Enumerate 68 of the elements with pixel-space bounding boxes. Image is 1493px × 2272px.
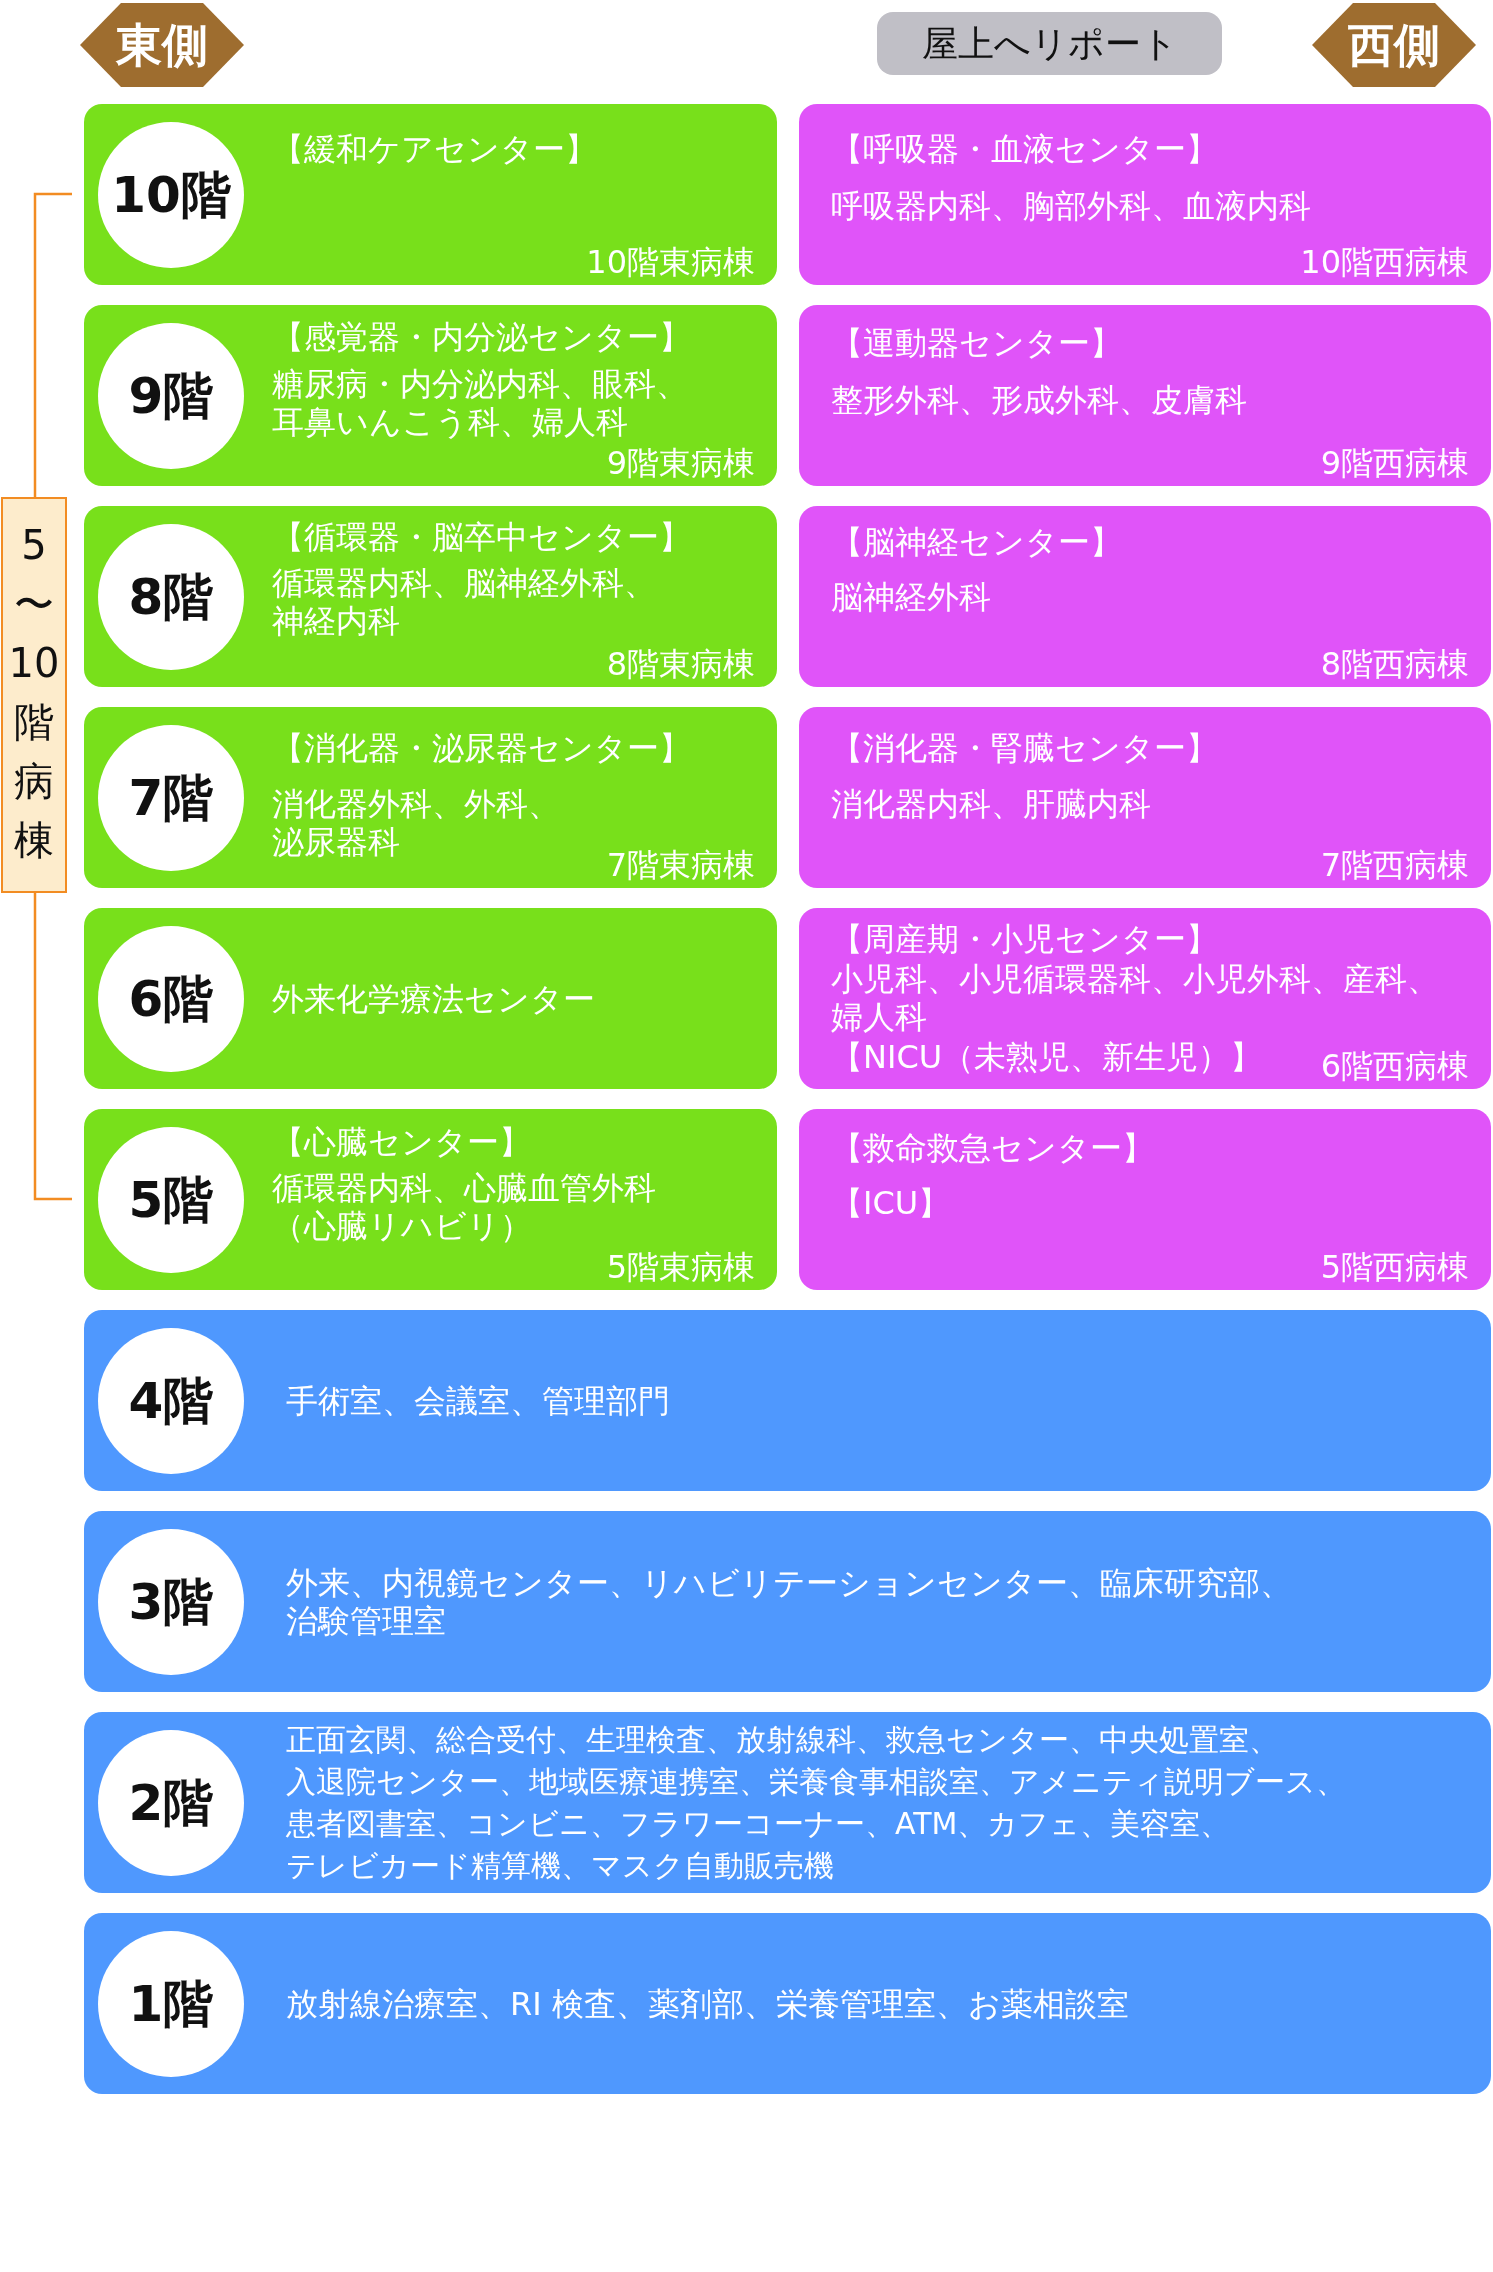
department-list: 消化器外科、外科、泌尿器科 (272, 785, 580, 861)
department-list: 消化器内科、肝臓内科 (831, 785, 1151, 823)
center-name: 【循環器・脳卒中センター】 (272, 518, 691, 556)
floor-panel (84, 1712, 1491, 1893)
floor-range-tag: 5〜10階病棟 (1, 497, 67, 893)
center-name: 【呼吸器・血液センター】 (831, 130, 1218, 168)
floor-badge: 6階 (98, 925, 244, 1072)
department-list: 脳神経外科 (831, 578, 991, 616)
unit-name: 【ICU】 (831, 1184, 951, 1222)
ward-panel (799, 305, 1491, 486)
direction-banner: 東側 (80, 3, 244, 87)
ward-panel (84, 305, 777, 486)
direction-banner: 西側 (1312, 3, 1476, 87)
department-list: 循環器内科、心臓血管外科（心臓リハビリ） (272, 1169, 676, 1245)
center-name: 【救命救急センター】 (831, 1129, 1154, 1167)
center-name: 【脳神経センター】 (831, 523, 1122, 561)
ward-name: 8階東病棟 (606, 647, 755, 681)
facility-list: 外来、内視鏡センター、リハビリテーションセンター、臨床研究部、治験管理室 (286, 1563, 1298, 1640)
department-list: 整形外科、形成外科、皮膚科 (831, 381, 1247, 419)
center-name: 【消化器・腎臓センター】 (831, 729, 1218, 767)
floor-panel (84, 1913, 1491, 2094)
center-name: 【感覚器・内分泌センター】 (272, 318, 691, 356)
ward-panel (799, 506, 1491, 687)
unit-name: 【NICU（未熟児、新生児）】 (831, 1038, 1263, 1076)
floor-badge: 7階 (98, 724, 244, 871)
center-name: 外来化学療法センター (272, 979, 595, 1018)
ward-name: 5階東病棟 (606, 1250, 755, 1284)
ward-name: 9階東病棟 (606, 446, 755, 480)
ward-panel (799, 908, 1491, 1089)
ward-name: 7階西病棟 (1320, 848, 1469, 882)
ward-panel (799, 707, 1491, 888)
ward-panel (84, 506, 777, 687)
floor-badge: 8階 (98, 523, 244, 670)
department-list: 糖尿病・内分泌内科、眼科、耳鼻いんこう科、婦人科 (272, 365, 708, 441)
center-name: 【緩和ケアセンター】 (272, 130, 597, 168)
center-name: 【周産期・小児センター】 (831, 920, 1218, 958)
floor-badge: 2階 (98, 1729, 244, 1876)
department-list: 循環器内科、脳神経外科、神経内科 (272, 564, 676, 640)
center-name: 【運動器センター】 (831, 324, 1122, 362)
facility-list: 正面玄関、総合受付、生理検査、放射線科、救急センター、中央処置室、入退院センター、地域医療連携室、栄養食事相談室、アメニティ説明ブース、患者図書室、コンビニ、フラワーコーナー、ATM、カフェ、美容室、テレビカード精算機、マスク自動販売機 (286, 1718, 1354, 1887)
floor-badge: 10階 (98, 121, 244, 268)
ward-panel (84, 1109, 777, 1290)
ward-name: 6階西病棟 (1320, 1049, 1469, 1083)
floor-badge: 5階 (98, 1126, 244, 1273)
facility-list: 手術室、会議室、管理部門 (286, 1381, 670, 1420)
ward-name: 5階西病棟 (1320, 1250, 1469, 1284)
department-list: 呼吸器内科、胸部外科、血液内科 (831, 187, 1311, 225)
department-list: 小児科、小児循環器科、小児外科、産科、婦人科 (831, 960, 1459, 1036)
floor-panel (84, 1310, 1491, 1491)
ward-panel (84, 908, 777, 1089)
floor-badge: 1階 (98, 1930, 244, 2077)
ward-name: 10階東病棟 (586, 245, 755, 279)
ward-panel (799, 1109, 1491, 1290)
ward-name: 7階東病棟 (606, 848, 755, 882)
center-name: 【心臓センター】 (272, 1123, 531, 1161)
center-name: 【消化器・泌尿器センター】 (272, 729, 691, 767)
ward-name: 8階西病棟 (1320, 647, 1469, 681)
floor-badge: 9階 (98, 322, 244, 469)
ward-name: 10階西病棟 (1300, 245, 1469, 279)
floor-panel (84, 1511, 1491, 1692)
floor-badge: 4階 (98, 1327, 244, 1474)
heliport-sign: 屋上へリポート (877, 12, 1222, 75)
ward-panel (84, 707, 777, 888)
ward-panel (84, 104, 777, 285)
ward-name: 9階西病棟 (1320, 446, 1469, 480)
facility-list: 放射線治療室、RI 検査、薬剤部、栄養管理室、お薬相談室 (286, 1984, 1129, 2023)
ward-panel (799, 104, 1491, 285)
floor-badge: 3階 (98, 1528, 244, 1675)
